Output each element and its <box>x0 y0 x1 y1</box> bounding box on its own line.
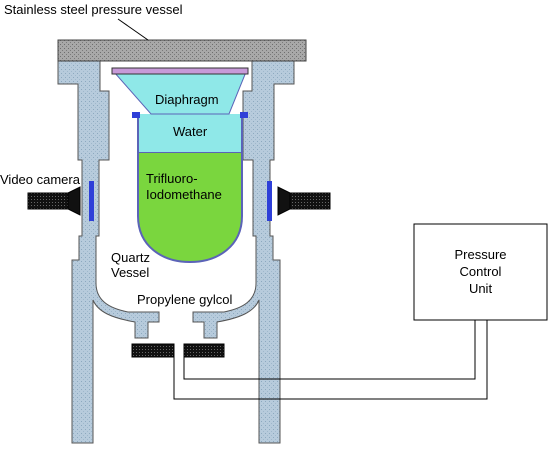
pressure-line-inner <box>183 320 476 380</box>
water-label: Water <box>173 124 208 139</box>
right-fitting <box>183 343 225 358</box>
quartz-label-line1: Quartz <box>111 250 151 265</box>
liquid-label-line2: Iodomethane <box>146 187 222 202</box>
pressure-line-outer <box>173 320 488 400</box>
steel-vessel-wall <box>57 60 295 444</box>
right-window <box>267 181 272 221</box>
quartz-vessel <box>111 67 249 264</box>
diaphragm-label: Diaphragm <box>155 92 219 107</box>
pcu-label-line2: Control <box>459 264 502 279</box>
pressure-control-unit <box>413 223 548 321</box>
liquid-label-line1: Trifluoro- <box>146 171 198 186</box>
vessel-lid <box>57 39 307 62</box>
trifluoroiodomethane-liquid <box>137 151 243 264</box>
pcu-label-line1: Pressure <box>454 247 507 262</box>
vessel-label: Stainless steel pressure vessel <box>4 2 183 17</box>
glycol-label: Propylene gylcol <box>137 292 233 307</box>
vessel-label-leader <box>117 18 149 41</box>
left-window <box>89 181 94 221</box>
water-layer <box>138 114 242 152</box>
left-camera-icon <box>27 186 81 216</box>
quartz-label-line2: Vessel <box>111 265 150 280</box>
diaphragm-membrane <box>111 67 249 75</box>
video-camera-label: Video camera <box>0 172 80 187</box>
pcu-label-line3: Unit <box>468 281 493 296</box>
right-camera-icon <box>277 186 331 216</box>
left-fitting <box>131 343 175 358</box>
